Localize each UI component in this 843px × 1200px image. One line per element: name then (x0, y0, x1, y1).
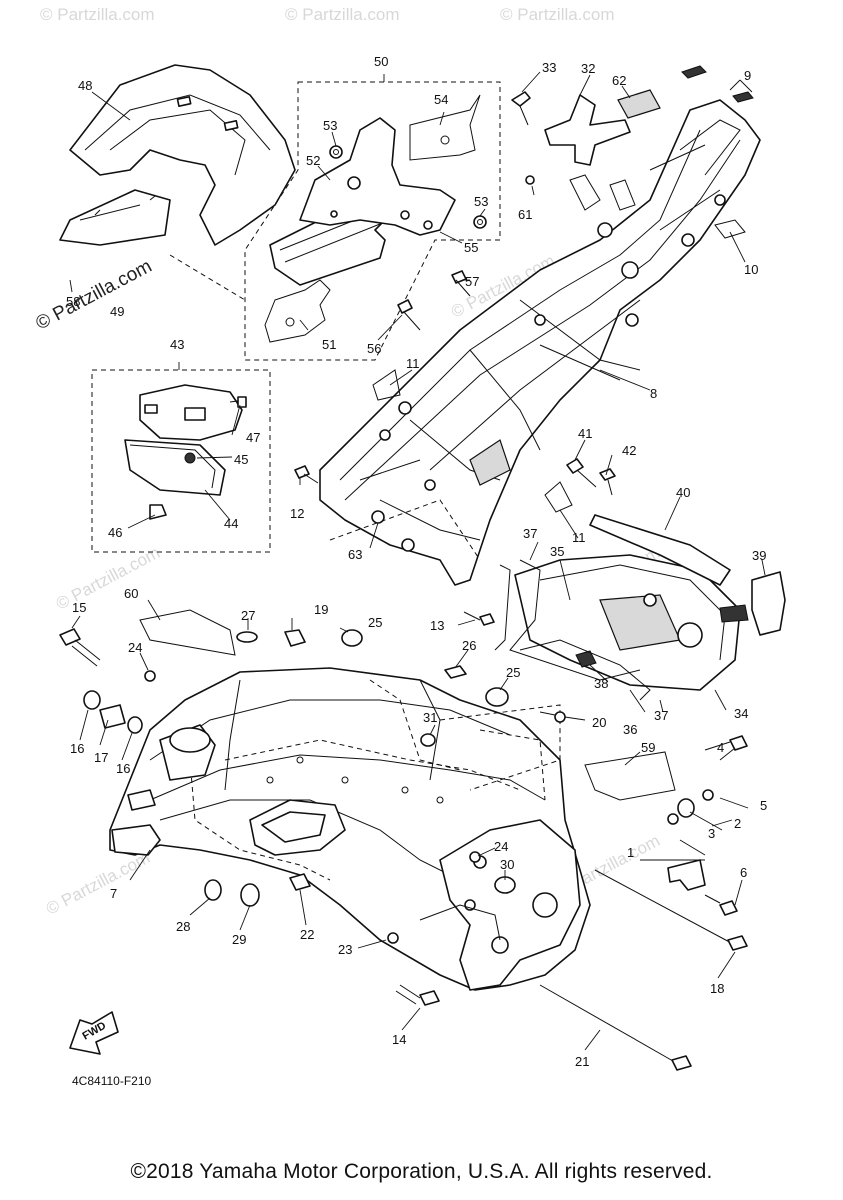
callout-label: 24 (128, 640, 142, 655)
fasteners (59, 465, 748, 1071)
callout-label: 25 (368, 615, 382, 630)
callout-label: 45 (234, 452, 248, 467)
callout-numbers: 1 2 3 4 5 6 7 8 9 10 11 11 12 13 14 15 1… (66, 54, 767, 1069)
callout-label: 4 (717, 740, 724, 755)
callout-label: 35 (550, 544, 564, 559)
callout-label: 2 (734, 816, 741, 831)
callout-label: 11 (572, 530, 586, 545)
copyright-notice: ©2018 Yamaha Motor Corporation, U.S.A. A… (130, 1160, 713, 1183)
callout-label: 34 (734, 706, 748, 721)
callout-label: 16 (70, 741, 84, 756)
callout-label: 53 (323, 118, 337, 133)
callout-label: 53 (474, 194, 488, 209)
seat-rail-subframe (319, 99, 761, 586)
callout-label: 58 (66, 294, 80, 309)
callout-label: 16 (116, 761, 130, 776)
watermark: © Partzilla.com (43, 848, 153, 919)
leader-lines (69, 71, 766, 1051)
callout-label: 21 (575, 1054, 589, 1069)
callout-label: 52 (306, 153, 320, 168)
callout-label: 62 (612, 73, 626, 88)
callout-label: 59 (641, 740, 655, 755)
callout-label: 36 (623, 722, 637, 737)
callout-label: 54 (434, 92, 448, 107)
callout-label: 49 (110, 304, 124, 319)
callout-label: 12 (290, 506, 304, 521)
callout-label: 32 (581, 61, 595, 76)
callout-label: 37 (523, 526, 537, 541)
callout-label: 3 (708, 826, 715, 841)
callout-label: 29 (232, 932, 246, 947)
callout-label: 55 (464, 240, 478, 255)
callout-label: 13 (430, 618, 444, 633)
callout-label: 8 (650, 386, 657, 401)
callout-label: 10 (744, 262, 758, 277)
callout-label: 44 (224, 516, 238, 531)
watermark: © Partzilla.com (285, 5, 400, 24)
callout-label: 5 (760, 798, 767, 813)
rear-cowl-part-48 (59, 64, 296, 246)
watermark: © Partzilla.com (53, 543, 163, 614)
callout-label: 11 (406, 356, 420, 371)
callout-label: 19 (314, 602, 328, 617)
callout-label: 48 (78, 78, 92, 93)
callout-label: 51 (322, 337, 336, 352)
callout-label: 1 (627, 845, 634, 860)
callout-label: 47 (246, 430, 260, 445)
callout-label: 42 (622, 443, 636, 458)
callout-label: 15 (72, 600, 86, 615)
small-top-parts (511, 65, 754, 185)
callout-label: 24 (494, 839, 508, 854)
callout-label: 37 (654, 708, 668, 723)
callout-label: 6 (740, 865, 747, 880)
callout-label: 23 (338, 942, 352, 957)
callout-label: 28 (176, 919, 190, 934)
forward-direction-arrow: FWD (69, 1011, 119, 1055)
callout-label: 33 (542, 60, 556, 75)
callout-label: 27 (241, 608, 255, 623)
callout-label: 31 (423, 710, 437, 725)
callout-label: 22 (300, 927, 314, 942)
callout-label: 60 (124, 586, 138, 601)
drawing-code: 4C84110-F210 (72, 1074, 152, 1088)
callout-label: 39 (752, 548, 766, 563)
callout-label: 18 (710, 981, 724, 996)
callout-label: 61 (518, 207, 532, 222)
callout-label: 9 (744, 68, 751, 83)
callout-label: 7 (110, 886, 117, 901)
callout-label: 17 (94, 750, 108, 765)
callout-label: 43 (170, 337, 184, 352)
watermark: © Partzilla.com (500, 5, 615, 24)
callout-label: 56 (367, 341, 381, 356)
battery-box-group (494, 458, 786, 701)
callout-label: 63 (348, 547, 362, 562)
callout-label: 30 (500, 857, 514, 872)
callout-label: 50 (374, 54, 388, 69)
callout-label: 20 (592, 715, 606, 730)
callout-label: 26 (462, 638, 476, 653)
watermark: © Partzilla.com (40, 5, 155, 24)
bracket-group-43 (91, 362, 271, 553)
callout-label: 14 (392, 1032, 406, 1047)
callout-label: 25 (506, 665, 520, 680)
seat-lock-group-50 (169, 74, 501, 361)
callout-label: 57 (465, 274, 479, 289)
watermark: © Partzilla.com (32, 256, 155, 335)
callout-label: 41 (578, 426, 592, 441)
callout-label: 40 (676, 485, 690, 500)
callout-label: 46 (108, 525, 122, 540)
callout-label: 38 (594, 676, 608, 691)
